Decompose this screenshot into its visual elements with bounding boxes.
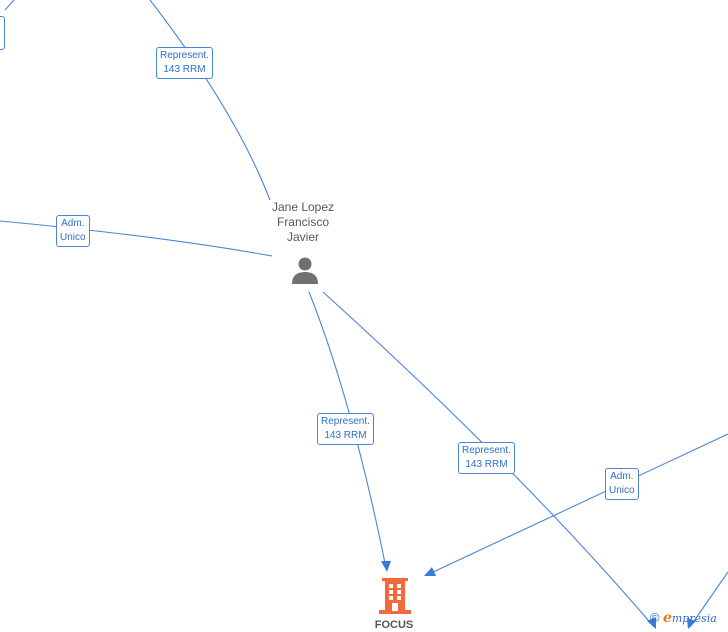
empresia-watermark: © empresia: [650, 610, 717, 628]
edge-right-to-focus: [428, 433, 728, 575]
edge-left-to-person: [0, 220, 273, 257]
person-icon[interactable]: [290, 255, 320, 285]
person-name-line: Jane Lopez: [271, 200, 335, 214]
brand-name: mpresia: [671, 612, 717, 625]
edge-label-role: Represent.: [321, 416, 370, 427]
edge-label-represent-right[interactable]: Represent. 143 RRM: [458, 442, 515, 474]
arrowhead-right-edge: [687, 618, 696, 629]
person-node-label[interactable]: Jane Lopez Francisco Javier: [250, 200, 356, 245]
edge-label-role: Represent.: [160, 50, 209, 61]
arrowhead-focus-right: [424, 567, 436, 576]
edge-label-detail: 143 RRM: [163, 64, 206, 75]
edge-label-detail: 143 RRM: [324, 430, 367, 441]
edge-label-adm-left[interactable]: Adm. Unico: [56, 215, 90, 247]
edge-top-left-stub: [4, 0, 15, 11]
edge-label-represent-top[interactable]: Represent. 143 RRM: [156, 47, 213, 79]
copyright-symbol: ©: [650, 610, 660, 625]
edge-label-role: Adm.: [61, 218, 85, 229]
edge-top-to-person: [149, 0, 271, 201]
edge-label-represent-center[interactable]: Represent. 143 RRM: [317, 413, 374, 445]
arrowhead-bottom-right: [647, 617, 656, 629]
edge-label-detail: Unico: [609, 485, 635, 496]
person-name-line: Javier: [286, 230, 319, 244]
edge-label-role: Represent.: [462, 445, 511, 456]
brand-logo-letter: e: [662, 610, 672, 626]
edge-label-detail: Unico: [60, 232, 86, 243]
arrowhead-focus: [381, 561, 391, 572]
edge-label-detail: 143 RRM: [465, 459, 508, 470]
offscreen-node-stub[interactable]: [0, 16, 5, 50]
person-name-line: Francisco: [276, 215, 329, 229]
edge-label-role: Adm.: [610, 471, 634, 482]
company-node-label[interactable]: FOCUS: [374, 619, 414, 631]
edge-label-adm-far-right[interactable]: Adm. Unico: [605, 468, 639, 500]
building-icon[interactable]: [379, 578, 411, 614]
